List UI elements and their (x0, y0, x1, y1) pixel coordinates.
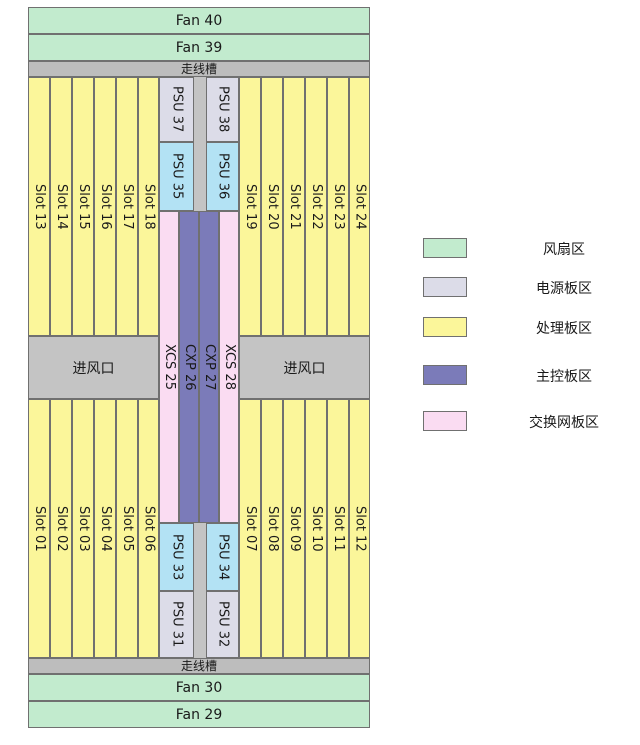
cxp-27-label: CXP 27 (202, 343, 218, 391)
slot-01: Slot 01 (28, 399, 50, 658)
slot-09: Slot 09 (283, 399, 305, 658)
slot-14-label: Slot 14 (54, 183, 70, 230)
psu-31: PSU 31 (159, 591, 194, 658)
psu-33: PSU 33 (159, 523, 194, 591)
fan-40-label: Fan 40 (175, 12, 223, 29)
slot-22: Slot 22 (305, 77, 327, 336)
fan-40: Fan 40 (28, 7, 370, 34)
slot-22-label: Slot 22 (309, 183, 325, 230)
slot-07-label: Slot 07 (243, 505, 259, 552)
psu-37: PSU 37 (159, 77, 194, 142)
psu-38: PSU 38 (206, 77, 239, 142)
xcs-25-label: XCS 25 (162, 344, 178, 390)
slot-10: Slot 10 (305, 399, 327, 658)
fan-29-label: Fan 29 (175, 706, 223, 723)
fan-39: Fan 39 (28, 34, 370, 61)
fan-30: Fan 30 (28, 674, 370, 701)
cxp-27: CXP 27 (199, 211, 219, 523)
slot-17: Slot 17 (116, 77, 138, 336)
slot-04: Slot 04 (94, 399, 116, 658)
slot-24: Slot 24 (349, 77, 370, 336)
slot-17-label: Slot 17 (120, 183, 136, 230)
slot-20-label: Slot 20 (265, 183, 281, 230)
slot-21-label: Slot 21 (287, 183, 303, 230)
cable-tray-bottom-label: 走线槽 (180, 659, 217, 673)
cable-tray-bottom: 走线槽 (28, 658, 370, 674)
slot-06: Slot 06 (138, 399, 159, 658)
slot-07: Slot 07 (239, 399, 261, 658)
slot-24-label: Slot 24 (352, 183, 368, 230)
slot-02-label: Slot 02 (54, 505, 70, 552)
xcs-25: XCS 25 (159, 211, 179, 523)
cable-tray-top-label: 走线槽 (180, 62, 217, 76)
psu-36-label: PSU 36 (215, 152, 231, 199)
slot-23-label: Slot 23 (331, 183, 347, 230)
cxp-26: CXP 26 (179, 211, 199, 523)
slot-12-label: Slot 12 (352, 505, 368, 552)
air-inlet-right-label: 进风口 (283, 360, 326, 377)
slot-08-label: Slot 08 (265, 505, 281, 552)
slot-08: Slot 08 (261, 399, 283, 658)
slot-06-label: Slot 06 (141, 505, 157, 552)
slot-13: Slot 13 (28, 77, 50, 336)
slot-16: Slot 16 (94, 77, 116, 336)
fan-39-label: Fan 39 (175, 39, 223, 56)
slot-14: Slot 14 (50, 77, 72, 336)
slot-05: Slot 05 (116, 399, 138, 658)
slot-11: Slot 11 (327, 399, 349, 658)
fan-30-label: Fan 30 (175, 679, 223, 696)
slot-15: Slot 15 (72, 77, 94, 336)
legend-label-switch: 交换网板区 (529, 415, 599, 431)
legend-label-main-control: 主控板区 (536, 369, 592, 385)
slot-16-label: Slot 16 (98, 183, 114, 230)
slot-15-label: Slot 15 (76, 183, 92, 230)
psu-32: PSU 32 (206, 591, 239, 658)
slot-04-label: Slot 04 (98, 505, 114, 552)
slot-02: Slot 02 (50, 399, 72, 658)
slot-21: Slot 21 (283, 77, 305, 336)
psu-31-label: PSU 31 (169, 601, 185, 648)
psu-35-label: PSU 35 (169, 153, 185, 200)
legend-label-psu: 电源板区 (536, 281, 592, 297)
slot-18: Slot 18 (138, 77, 159, 336)
legend-swatch-fan (423, 238, 467, 258)
cxp-26-label: CXP 26 (182, 343, 198, 391)
legend-swatch-switch (423, 411, 467, 431)
slot-19-label: Slot 19 (243, 183, 259, 230)
legend-swatch-psu (423, 277, 467, 297)
xcs-28: XCS 28 (219, 211, 239, 523)
legend-label-fan: 风扇区 (543, 242, 585, 258)
cable-tray-top: 走线槽 (28, 61, 370, 77)
psu-33-label: PSU 33 (169, 533, 185, 581)
psu-37-label: PSU 37 (169, 86, 185, 133)
legend-swatch-processing (423, 317, 467, 337)
psu-34-label: PSU 34 (215, 533, 231, 581)
air-inlet-right: 进风口 (239, 336, 370, 399)
slot-01-label: Slot 01 (32, 505, 48, 552)
slot-05-label: Slot 05 (120, 505, 136, 552)
slot-11-label: Slot 11 (331, 505, 347, 552)
slot-09-label: Slot 09 (287, 505, 303, 552)
psu-32-label: PSU 32 (215, 601, 231, 648)
psu-36: PSU 36 (206, 142, 239, 211)
psu-38-label: PSU 38 (215, 86, 231, 133)
slot-19: Slot 19 (239, 77, 261, 336)
slot-18-label: Slot 18 (141, 183, 157, 230)
psu-35: PSU 35 (159, 142, 194, 211)
slot-03-label: Slot 03 (76, 505, 92, 552)
slot-03: Slot 03 (72, 399, 94, 658)
psu-34: PSU 34 (206, 523, 239, 591)
air-inlet-left: 进风口 (28, 336, 159, 399)
slot-13-label: Slot 13 (32, 183, 48, 230)
xcs-28-label: XCS 28 (222, 344, 238, 390)
fan-29: Fan 29 (28, 701, 370, 728)
air-inlet-left-label: 进风口 (72, 360, 115, 377)
slot-23: Slot 23 (327, 77, 349, 336)
slot-12: Slot 12 (349, 399, 370, 658)
slot-20: Slot 20 (261, 77, 283, 336)
legend-swatch-main-control (423, 365, 467, 385)
legend-label-processing: 处理板区 (536, 321, 592, 337)
slot-10-label: Slot 10 (309, 505, 325, 552)
